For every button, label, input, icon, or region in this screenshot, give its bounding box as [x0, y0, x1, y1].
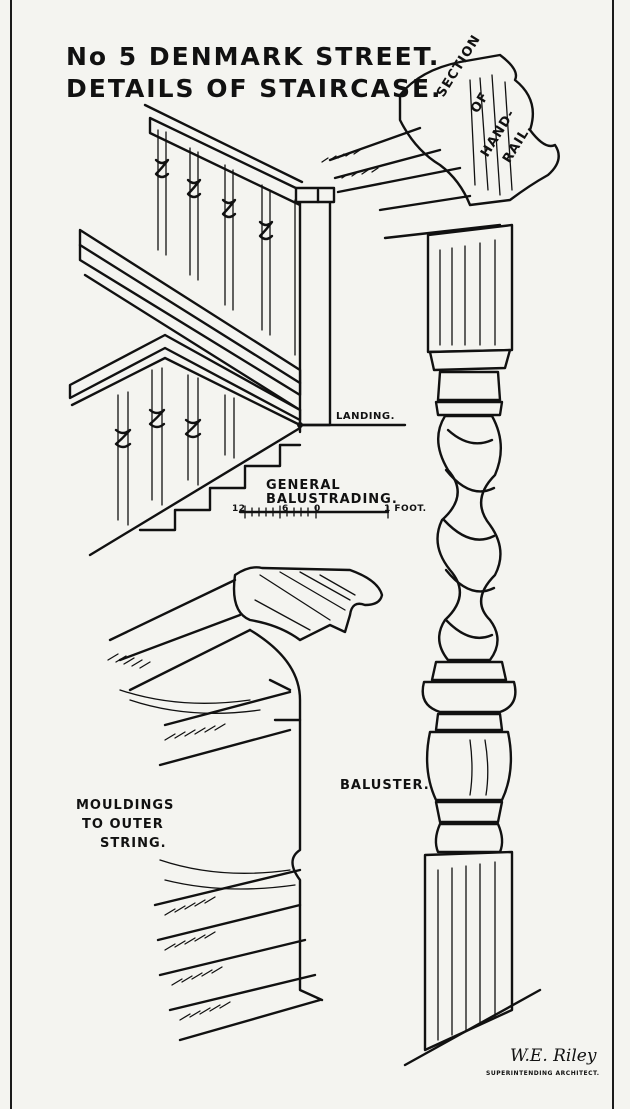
scale-bar — [238, 505, 390, 519]
landing-label: LANDING. — [336, 411, 395, 422]
mouldings-drawing — [107, 566, 384, 1042]
balustrading-label-line1: GENERAL — [266, 478, 341, 493]
general-balustrading-drawing — [68, 103, 407, 557]
mouldings-label-line1: MOULDINGS — [76, 798, 175, 813]
handrail-section-drawing — [321, 53, 560, 240]
balustrading-label-line2: BALUSTRADING. — [266, 492, 398, 507]
architect-signature: W.E. Riley — [510, 1046, 597, 1066]
scale-label-0: 0 — [314, 504, 321, 514]
frame-left-line — [10, 0, 12, 1109]
drawing-title-line2: DETAILS OF STAIRCASE. — [66, 74, 443, 103]
scale-label-1-foot: 1 FOOT. — [384, 504, 427, 514]
baluster-label: BALUSTER. — [340, 778, 430, 793]
scale-label-12: 12 — [232, 504, 246, 514]
drawing-title-line1: No 5 DENMARK STREET. — [66, 42, 441, 71]
mouldings-label-line3: STRING. — [100, 836, 167, 851]
architect-title: SUPERINTENDING ARCHITECT. — [486, 1070, 600, 1077]
baluster-drawing — [403, 223, 542, 1067]
frame-right-line — [612, 0, 614, 1109]
scale-label-6: 6 — [282, 504, 289, 514]
mouldings-label-line2: TO OUTER — [82, 817, 164, 832]
